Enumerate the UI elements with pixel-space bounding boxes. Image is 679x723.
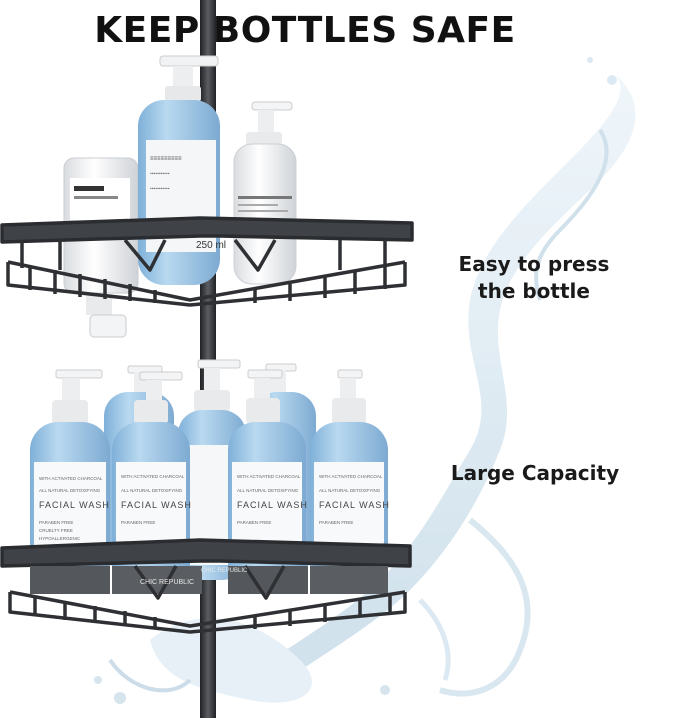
callout-large-capacity: Large Capacity bbox=[430, 460, 640, 487]
svg-text:≡≡≡≡≡≡≡≡≡: ≡≡≡≡≡≡≡≡≡ bbox=[150, 156, 182, 162]
headline: KEEP BOTTLES SAFE bbox=[94, 10, 516, 51]
svg-text:PARABEN FREE: PARABEN FREE bbox=[39, 520, 73, 525]
white-jug-bottle bbox=[63, 157, 139, 338]
svg-text:FACIAL WASH: FACIAL WASH bbox=[121, 500, 192, 510]
svg-text:WITH ACTIVATED CHARCOAL: WITH ACTIVATED CHARCOAL bbox=[237, 474, 301, 479]
brand-mark-2: CHIC REPUBLIC bbox=[201, 568, 248, 574]
svg-text:PARABEN FREE: PARABEN FREE bbox=[121, 520, 155, 525]
svg-text:PARABEN FREE: PARABEN FREE bbox=[319, 520, 353, 525]
svg-text:HYPOALLERGENIC: HYPOALLERGENIC bbox=[39, 536, 81, 541]
svg-text:WITH ACTIVATED CHARCOAL: WITH ACTIVATED CHARCOAL bbox=[319, 474, 383, 479]
callout-easy-press-line2: the bottle bbox=[478, 279, 590, 303]
top-shelf bbox=[0, 216, 414, 307]
water-splash bbox=[94, 57, 636, 704]
svg-text:250 ml: 250 ml bbox=[196, 240, 226, 251]
white-pump-bottle bbox=[233, 101, 297, 285]
svg-text:CRUELTY FREE: CRUELTY FREE bbox=[39, 528, 73, 533]
svg-text:ALL NATURAL DETOXIFYING: ALL NATURAL DETOXIFYING bbox=[121, 488, 183, 493]
svg-text:WITH ACTIVATED CHARCOAL: WITH ACTIVATED CHARCOAL bbox=[121, 474, 185, 479]
svg-text:WITH ACTIVATED CHARCOAL: WITH ACTIVATED CHARCOAL bbox=[39, 476, 103, 481]
svg-text:FACIAL WASH: FACIAL WASH bbox=[39, 500, 110, 510]
svg-text:▪▪▪▪▪▪▪▪▪▪▪: ▪▪▪▪▪▪▪▪▪▪▪ bbox=[150, 186, 170, 192]
svg-text:ALL NATURAL DETOXIFYING: ALL NATURAL DETOXIFYING bbox=[237, 488, 299, 493]
callout-easy-press: Easy to press the bottle bbox=[440, 251, 628, 305]
svg-text:ALL NATURAL DETOXIFYING: ALL NATURAL DETOXIFYING bbox=[39, 488, 101, 493]
callout-easy-press-line1: Easy to press bbox=[458, 252, 610, 276]
svg-text:ALL NATURAL DETOXIFYING: ALL NATURAL DETOXIFYING bbox=[319, 488, 381, 493]
brand-mark: CHIC REPUBLIC bbox=[140, 579, 194, 586]
callout-large-capacity-text: Large Capacity bbox=[450, 461, 620, 485]
svg-text:▪▪▪▪▪▪▪▪▪▪▪: ▪▪▪▪▪▪▪▪▪▪▪ bbox=[150, 171, 170, 177]
svg-text:PARABEN FREE: PARABEN FREE bbox=[237, 520, 271, 525]
bottom-shelf bbox=[0, 538, 412, 634]
svg-text:FACIAL WASH: FACIAL WASH bbox=[237, 500, 308, 510]
svg-text:FACIAL WASH: FACIAL WASH bbox=[319, 500, 390, 510]
